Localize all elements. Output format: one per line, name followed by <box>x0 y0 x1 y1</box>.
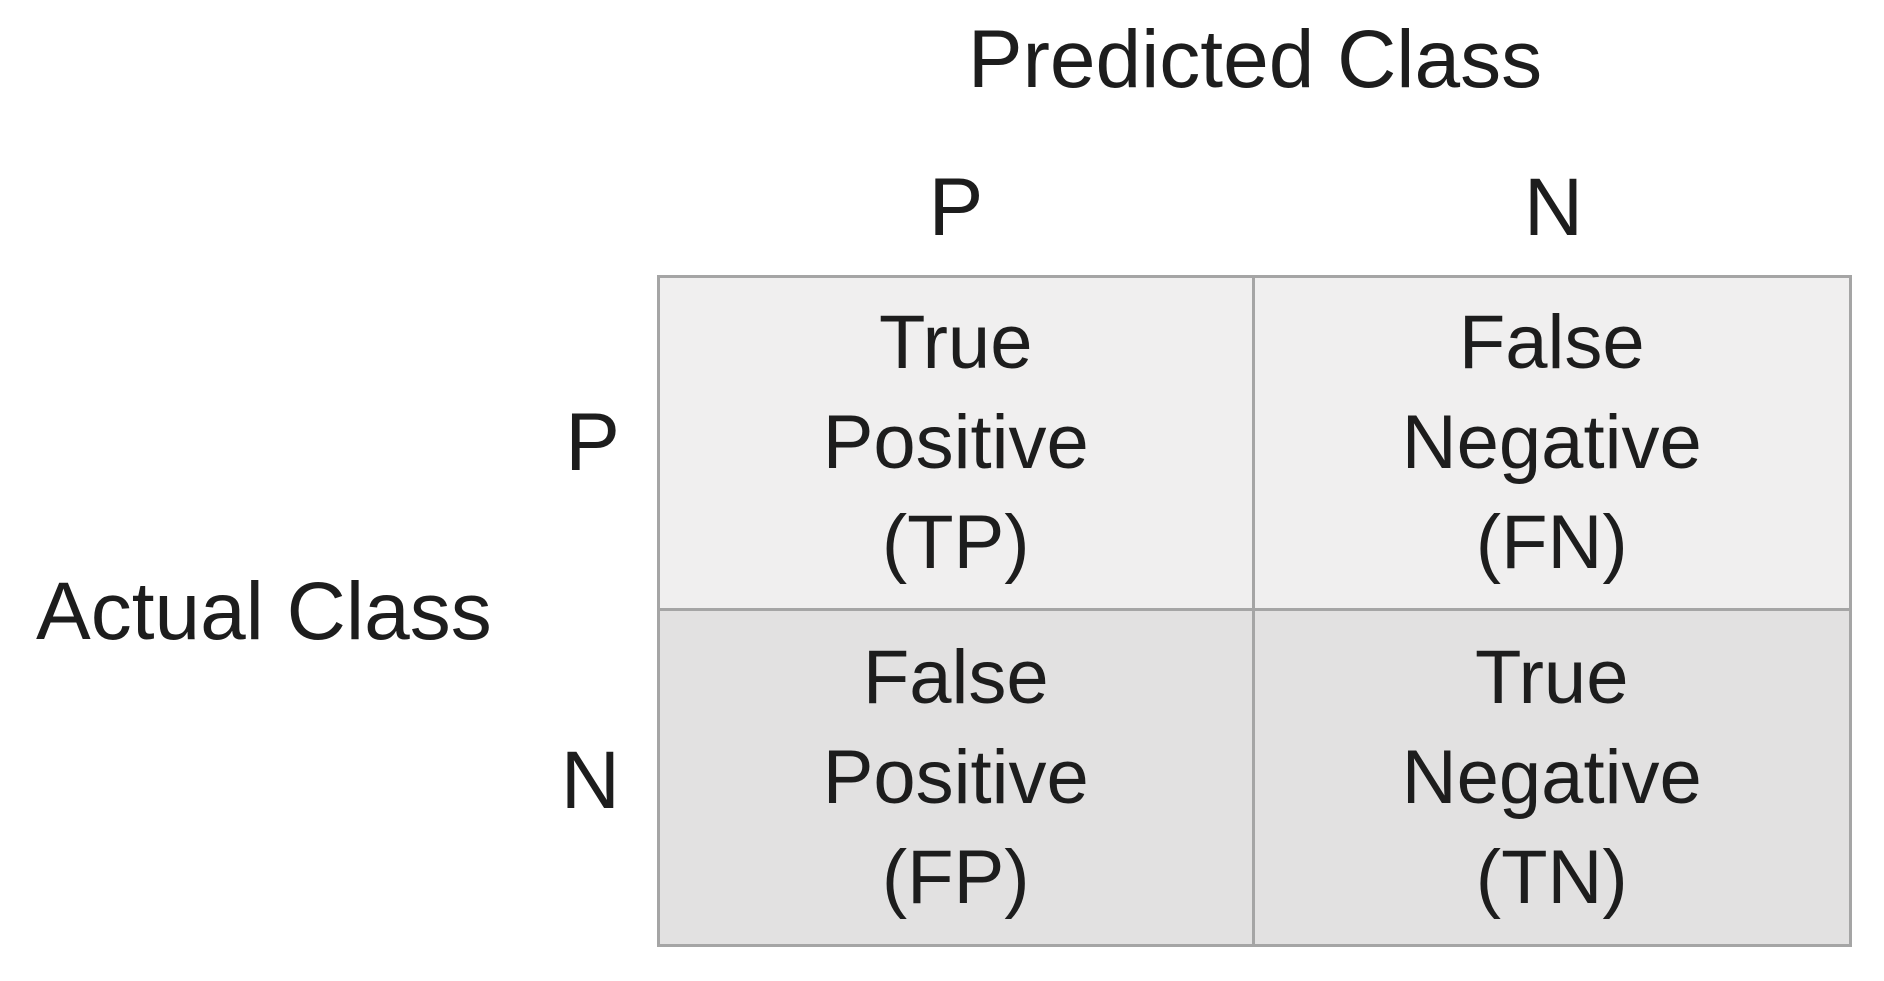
actual-class-axis-label: Actual Class <box>36 566 492 657</box>
cell-true-positive: True Positive (TP) <box>660 278 1255 611</box>
cell-false-positive: False Positive (FP) <box>660 611 1255 944</box>
cell-text-line: True <box>1475 634 1629 720</box>
cell-text-line: True <box>879 300 1033 385</box>
row-header-negative: N <box>560 735 620 826</box>
cell-false-negative: False Negative (FN) <box>1254 278 1849 611</box>
cell-text-line: False <box>862 634 1049 720</box>
cell-text-line: Positive <box>822 734 1089 820</box>
cell-text-line: (TN) <box>1475 834 1628 920</box>
cell-text-line: Negative <box>1401 400 1702 485</box>
predicted-class-axis-label: Predicted Class <box>967 14 1543 105</box>
cell-text-line: (FP) <box>881 834 1030 920</box>
matrix-table: True Positive (TP) False Negative (FN) F… <box>657 275 1852 947</box>
cell-text-line: (TP) <box>881 500 1030 585</box>
cell-text-line: False <box>1458 300 1645 385</box>
row-header-positive: P <box>565 397 620 488</box>
cell-text-line: (FN) <box>1475 500 1628 585</box>
column-header-positive: P <box>928 162 984 253</box>
cell-text-line: Positive <box>822 400 1089 485</box>
cell-true-negative: True Negative (TN) <box>1254 611 1849 944</box>
column-header-negative: N <box>1523 162 1584 253</box>
cell-text-line: Negative <box>1401 734 1702 820</box>
